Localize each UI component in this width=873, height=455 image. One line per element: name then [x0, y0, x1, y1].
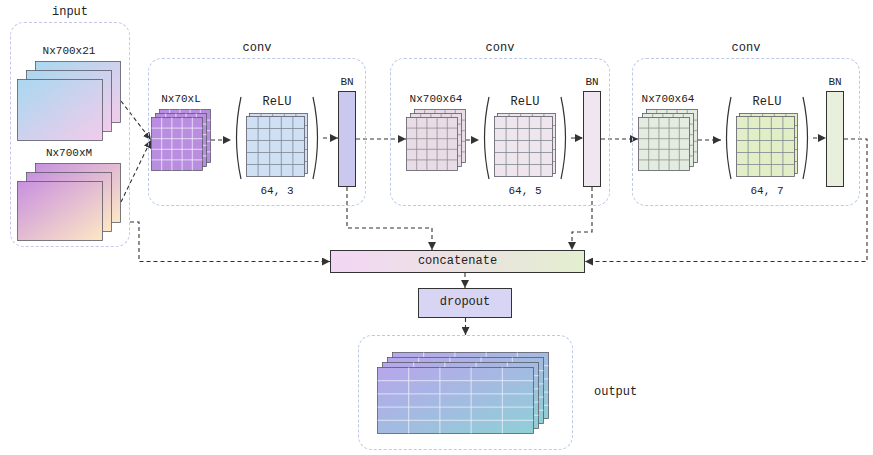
- node-label: concatenate: [418, 255, 497, 269]
- relu-layer: ReLU: [479, 93, 571, 183]
- dashed-connector: [356, 138, 406, 139]
- node-label: ReLU: [753, 96, 782, 110]
- layer-stack: [494, 113, 556, 177]
- output-group: output: [358, 335, 573, 450]
- node-label: input: [52, 6, 88, 20]
- dashed-connector: [813, 137, 826, 138]
- relu-layer: ReLU: [721, 93, 813, 183]
- concatenate-bar: concatenate: [330, 250, 585, 273]
- layer-stack: [17, 163, 121, 241]
- node-label: ReLU: [511, 96, 540, 110]
- dashed-connector: [130, 222, 330, 262]
- dashed-connector: [347, 187, 432, 250]
- dashed-connector: [698, 139, 721, 140]
- input-tensor: Nx700x21: [17, 61, 121, 141]
- conv-block: Nx700x64ReLUBNconv64, 7: [632, 58, 860, 206]
- node-label: conv: [732, 42, 761, 56]
- node-label: BN: [585, 76, 598, 89]
- node-label: conv: [243, 42, 272, 56]
- dashed-connector: [571, 137, 583, 138]
- layer-stack: [638, 109, 698, 171]
- feature-map: Nx700x64: [638, 109, 698, 171]
- input-tensor: Nx700xM: [17, 163, 121, 241]
- dashed-connector: [121, 140, 151, 202]
- batchnorm-bar: BN: [338, 91, 356, 187]
- layer-stack: [406, 109, 466, 171]
- kernel-spec: 64, 3: [260, 185, 293, 198]
- conv-block: Nx70xLReLUBNconv64, 3: [148, 58, 366, 206]
- layer-stack: [151, 109, 211, 171]
- dashed-connector: [585, 139, 867, 262]
- batchnorm-bar: BN: [826, 91, 844, 187]
- kernel-spec: 64, 5: [508, 185, 541, 198]
- dashed-connector: [323, 137, 338, 138]
- node-label: dropout: [440, 296, 490, 310]
- layer-stack: [246, 113, 308, 177]
- dashed-connector: [572, 187, 592, 250]
- dashed-connector: [464, 273, 465, 288]
- feature-map: Nx70xL: [151, 109, 211, 171]
- dashed-connector: [466, 139, 479, 140]
- layer-stack: [736, 113, 798, 177]
- node-label: Nx700x64: [410, 93, 463, 106]
- relu-layer: ReLU: [231, 93, 323, 183]
- dashed-connector: [211, 139, 231, 140]
- dropout-box: dropout: [418, 288, 512, 318]
- node-label: BN: [828, 76, 841, 89]
- kernel-spec: 64, 7: [750, 185, 783, 198]
- feature-map: Nx700x64: [406, 109, 466, 171]
- node-label: output: [594, 386, 637, 400]
- dashed-connector: [465, 318, 466, 335]
- node-label: Nx700x21: [43, 45, 96, 58]
- layer-stack: [17, 61, 121, 141]
- node-label: Nx700xM: [46, 147, 92, 160]
- node-label: conv: [486, 42, 515, 56]
- input-group: Nx700x21Nx700xMinput: [10, 22, 130, 247]
- node-label: ReLU: [263, 96, 292, 110]
- node-label: Nx700x64: [642, 93, 695, 106]
- node-label: Nx70xL: [161, 93, 201, 106]
- layer-stack: [377, 352, 549, 434]
- conv-block: Nx700x64ReLUBNconv64, 5: [390, 58, 610, 206]
- node-label: BN: [340, 76, 353, 89]
- batchnorm-bar: BN: [583, 91, 601, 187]
- dashed-connector: [121, 101, 151, 140]
